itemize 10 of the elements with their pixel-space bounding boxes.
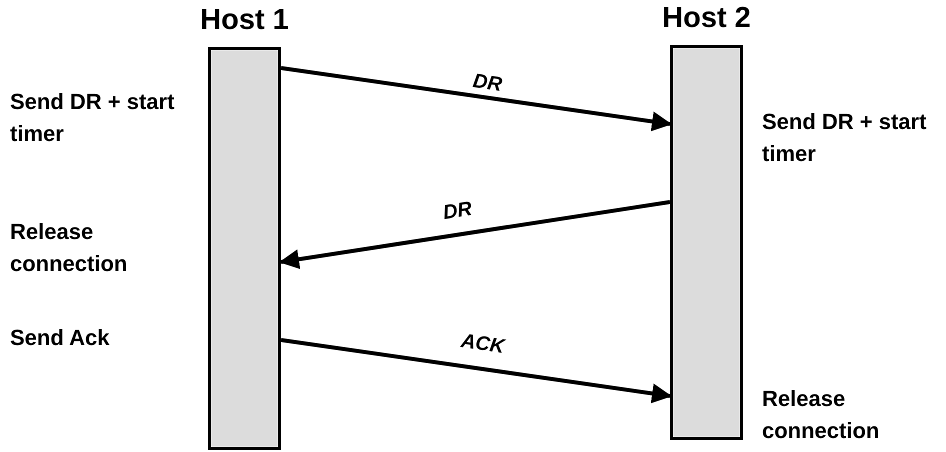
event-note: Release connection [10, 218, 128, 278]
arrow [280, 338, 672, 404]
event-note: Release connection [762, 385, 880, 445]
event-note: Send Ack [10, 324, 110, 352]
arrow [279, 200, 670, 270]
arrow [280, 66, 672, 132]
event-note: Send DR + start timer [762, 108, 928, 168]
host-label: Host 2 [661, 1, 752, 35]
host-label: Host 1 [199, 3, 290, 37]
event-note: Send DR + start timer [10, 88, 176, 148]
